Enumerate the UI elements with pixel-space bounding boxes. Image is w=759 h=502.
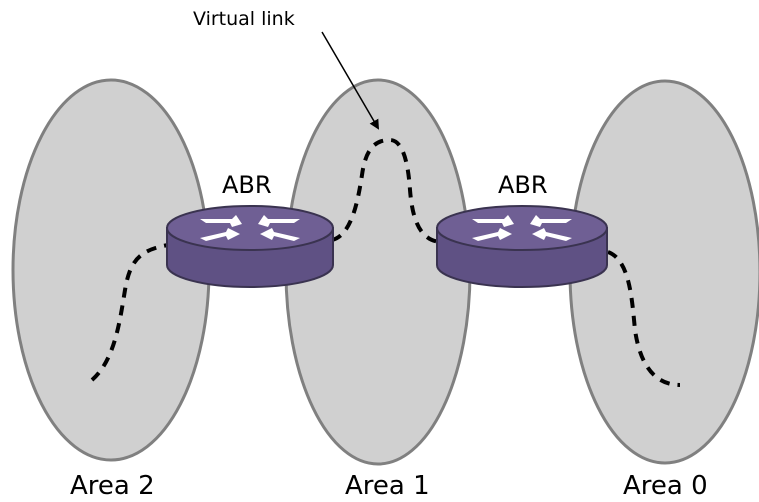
area-1-label: Area 1 (345, 471, 430, 501)
router-icon (472, 215, 572, 241)
router-icon (200, 215, 300, 241)
abr-left-label: ABR (222, 171, 272, 199)
area-0-label: Area 0 (623, 471, 708, 501)
area-2-label: Area 2 (70, 471, 155, 501)
link-area-0 (607, 250, 681, 387)
virtual-link-path (331, 137, 441, 244)
arrow-icon (321, 31, 380, 130)
abr-router-right (436, 205, 608, 288)
abr-router-left (166, 205, 334, 288)
virtual-link-label: Virtual link (193, 8, 295, 30)
link-area-2 (90, 243, 169, 382)
abr-right-label: ABR (498, 171, 548, 199)
